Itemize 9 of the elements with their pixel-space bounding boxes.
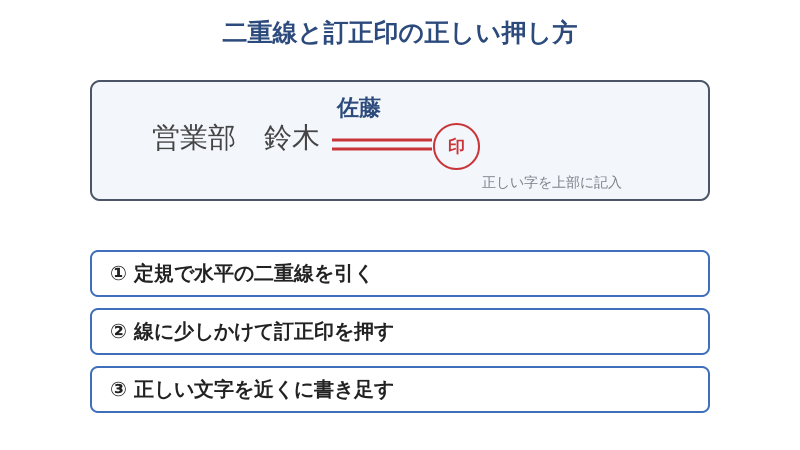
seal-stamp: 印 — [433, 123, 480, 170]
written-name: 営業部 鈴木 — [152, 122, 320, 154]
step-card: ② 線に少しかけて訂正印を押す — [90, 308, 710, 355]
step-card: ① 定規で水平の二重線を引く — [90, 250, 710, 297]
step-card: ③ 正しい文字を近くに書き足す — [90, 366, 710, 413]
note-text: 正しい字を上部に記入 — [482, 175, 622, 192]
example-panel — [90, 80, 710, 201]
diagram-title: 二重線と訂正印の正しい押し方 — [222, 17, 578, 49]
correction-text: 佐藤 — [337, 96, 381, 122]
